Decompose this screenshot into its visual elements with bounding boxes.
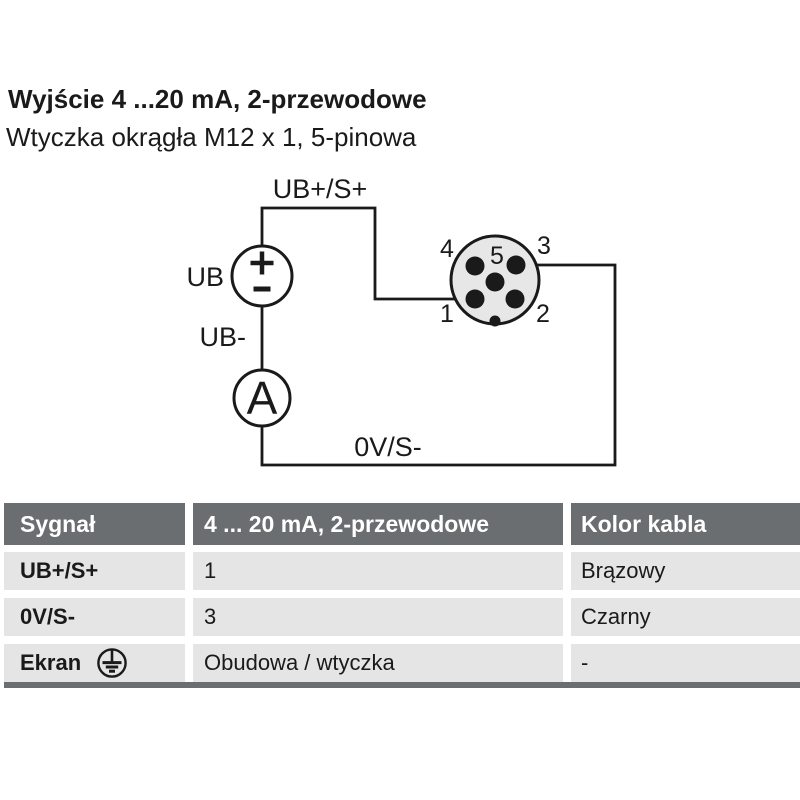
table-row: Ekran Obudowa / wtyczka -: [4, 644, 800, 682]
table-bottom-border: [4, 682, 800, 688]
pin-cell: 3: [193, 598, 563, 636]
signal-cell: UB+/S+: [4, 552, 185, 590]
pin-3-label: 3: [537, 232, 551, 260]
signal-cell: 0V/S-: [4, 598, 185, 636]
pin-4-dot: [465, 256, 485, 276]
color-cell: Brązowy: [571, 552, 800, 590]
table-header-row: Sygnał 4 ... 20 mA, 2-przewodowe Kolor k…: [4, 503, 800, 545]
pin-4-label: 4: [440, 235, 454, 263]
header-mode: 4 ... 20 mA, 2-przewodowe: [193, 503, 563, 545]
pin-2-dot: [505, 289, 525, 309]
pin-3-dot: [506, 255, 526, 275]
table-row: UB+/S+ 1 Brązowy: [4, 552, 800, 590]
pin-2-label: 2: [536, 300, 550, 328]
wire-ubplus-to-pin1: [260, 206, 475, 301]
ammeter-circle: [232, 368, 292, 428]
color-cell: -: [571, 644, 800, 682]
pin-5-label: 5: [490, 242, 504, 270]
protective-earth-icon: [97, 648, 127, 678]
table-row: 0V/S- 3 Czarny: [4, 598, 800, 636]
pin-1-label: 1: [440, 300, 454, 328]
ammeter-label: A: [247, 372, 278, 424]
signal-cell-shield: Ekran: [4, 644, 185, 682]
pin-cell: Obudowa / wtyczka: [193, 644, 563, 682]
pin-5-dot: [485, 272, 505, 292]
return-line-label: 0V/S-: [354, 432, 422, 462]
page-title: Wyjście 4 ...20 mA, 2-przewodowe: [8, 84, 427, 114]
wire-pin3-return-loop: [260, 263, 617, 467]
plus-symbol: [250, 251, 274, 275]
header-cable-color: Kolor kabla: [571, 503, 800, 545]
pin-cell: 1: [193, 552, 563, 590]
voltage-source-circle: [230, 244, 294, 308]
supply-minus-label: UB-: [200, 322, 247, 352]
wiring-diagram: A 4 3 5 1 2 UB+/S+ UB UB- 0V/S-: [186, 174, 617, 467]
keying-notch-dot: [489, 315, 501, 327]
color-cell: Czarny: [571, 598, 800, 636]
supply-plus-line-label: UB+/S+: [273, 174, 368, 204]
supply-label: UB: [186, 262, 224, 292]
page-subtitle: Wtyczka okrągła M12 x 1, 5-pinowa: [6, 122, 417, 152]
pin-1-dot: [465, 289, 485, 309]
header-signal: Sygnał: [4, 503, 185, 545]
shield-label: Ekran: [20, 650, 82, 675]
